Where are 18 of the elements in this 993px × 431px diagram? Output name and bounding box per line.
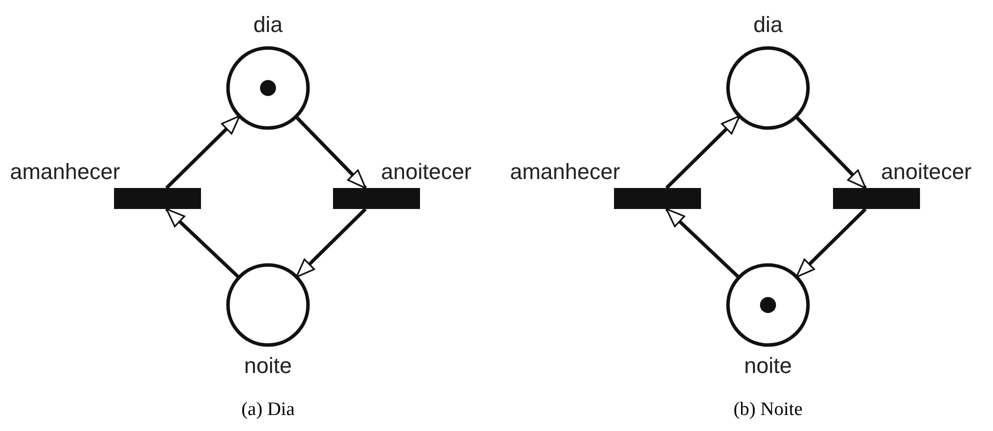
place-label: dia [252,14,284,36]
arc-arrow [665,114,741,190]
place-label: dia [752,14,784,36]
arc-arrow [294,115,367,190]
transition-label: anoitecer [381,161,472,183]
arc-arrow [794,115,867,190]
transition-label: amanhecer [10,161,120,183]
subfigure-caption: (b) Noite [733,400,803,419]
arc-arrow [295,208,367,278]
place-label: noite [743,355,793,377]
arc-arrow [165,208,240,279]
arc-arrow [795,208,867,278]
arc-arrow [165,114,241,190]
transition-label: anoitecer [881,161,972,183]
place-label: noite [243,355,293,377]
subfigure-caption: (a) Dia [241,400,295,419]
arc-arrow [665,208,740,279]
transition-label: amanhecer [510,161,620,183]
